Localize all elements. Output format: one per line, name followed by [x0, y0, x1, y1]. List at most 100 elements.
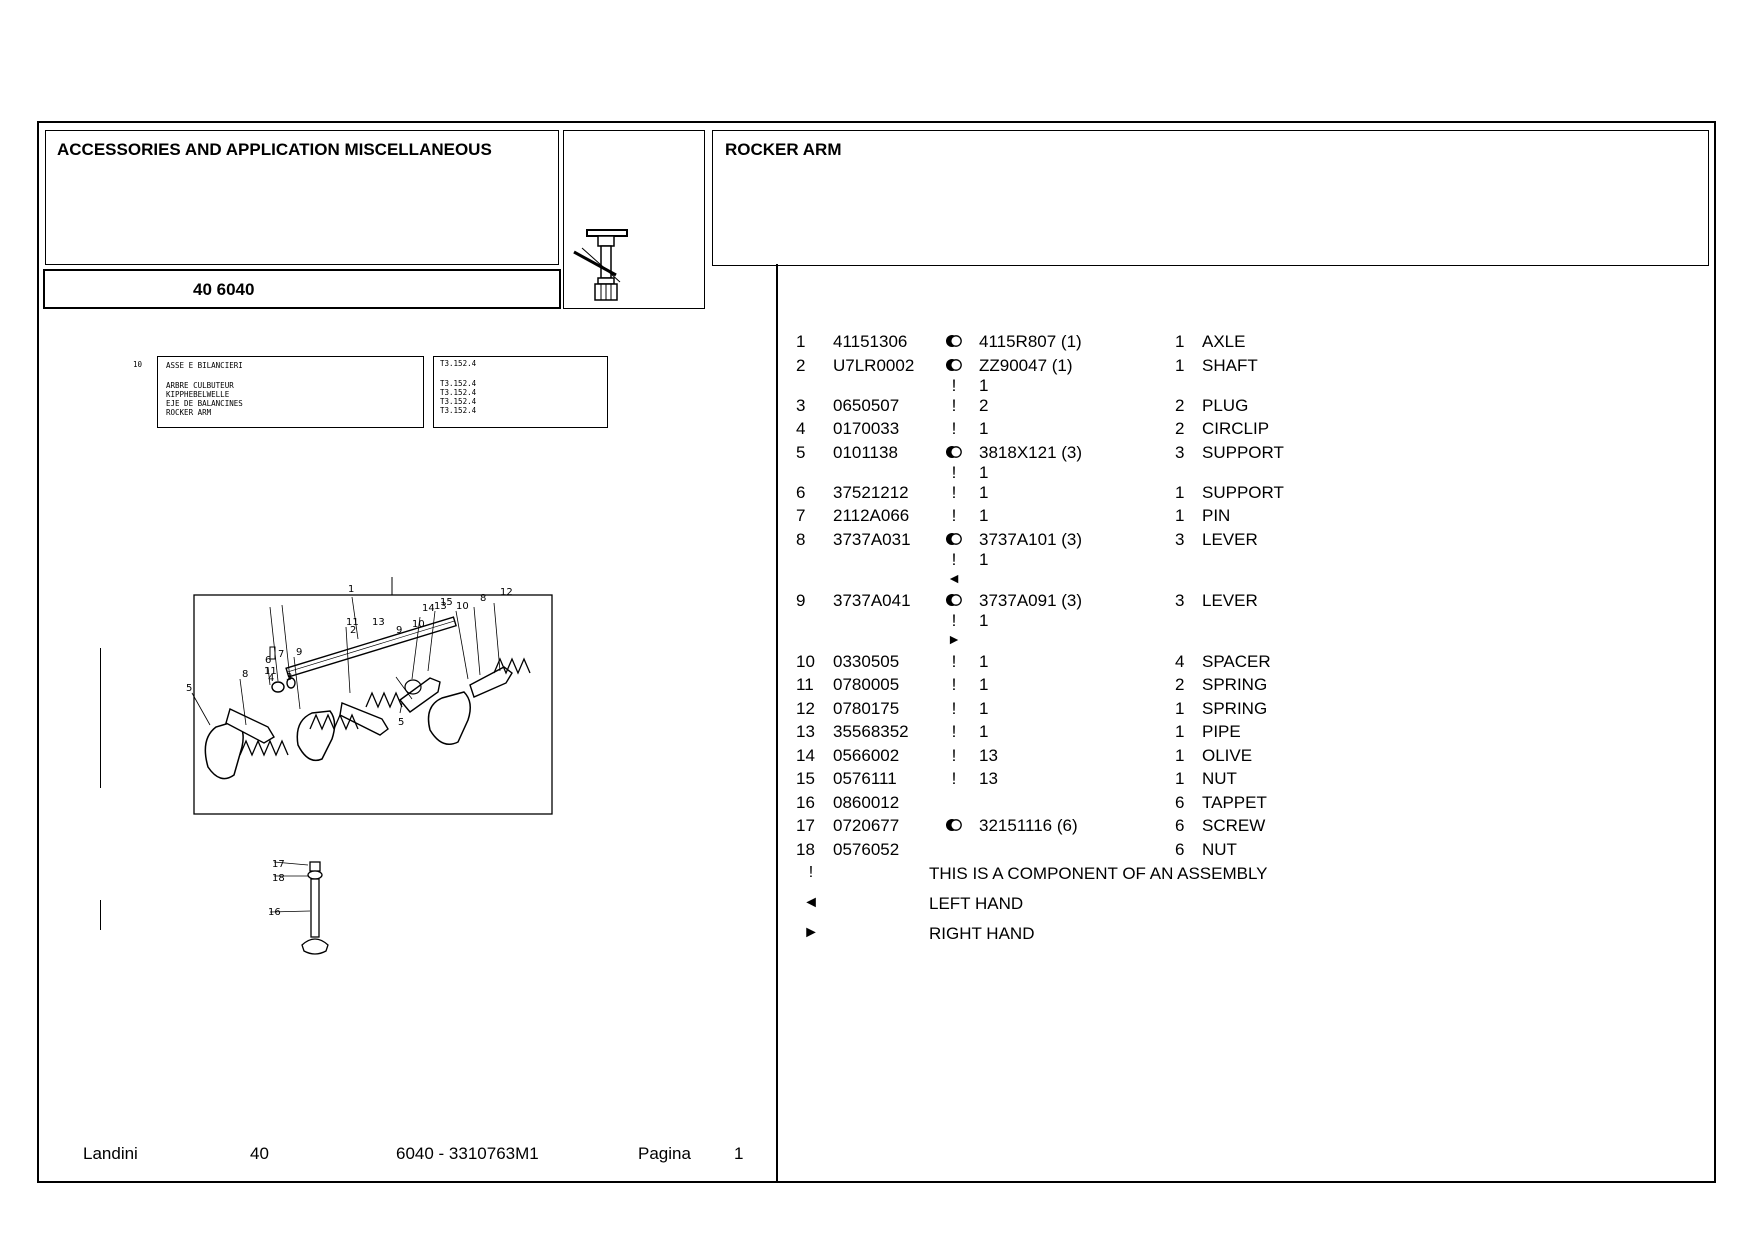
part-index: 10 — [796, 651, 815, 671]
part-desc: NUT — [1202, 769, 1237, 788]
part-ref: 1 — [979, 419, 989, 438]
callout: 10 — [456, 601, 469, 612]
part-qty: 1 — [1175, 506, 1185, 525]
part-ref: ZZ90047 (1) — [979, 355, 1073, 375]
callout: 14 — [422, 603, 435, 614]
part-index: 15 — [796, 769, 815, 788]
footer-document: 6040 - 3310763M1 — [396, 1144, 539, 1163]
part-desc: PLUG — [1202, 395, 1249, 415]
part-code: 0780005 — [833, 675, 900, 694]
part-ref: 32151116 (6) — [979, 816, 1078, 835]
component-mark: ! — [951, 769, 957, 788]
part-qty: 6 — [1175, 792, 1185, 812]
part-ref: 3818X121 (3) — [979, 442, 1083, 462]
callout: 9 — [296, 647, 302, 658]
drawing-label-box: ASSE E BILANCIERI ARBRE CULBUTEUR KIPPHE… — [157, 356, 424, 428]
part-desc: PIPE — [1202, 722, 1241, 741]
part-index: 9 — [796, 590, 806, 610]
part-qty: 1 — [1175, 722, 1185, 741]
part-ref: 2 — [979, 395, 989, 415]
part-desc: CIRCLIP — [1202, 419, 1270, 438]
component-mark: ! — [951, 395, 957, 415]
scan-mark — [100, 900, 101, 930]
callout: 9 — [396, 625, 402, 636]
part-desc: SPRING — [1202, 698, 1268, 718]
part-code: 3737A041 — [833, 590, 911, 610]
legend-text: RIGHT HAND — [929, 924, 1035, 943]
part-qty: 1 — [1175, 355, 1185, 375]
component-mark: ! — [951, 506, 957, 525]
interchange-icon — [943, 443, 965, 463]
part-desc: SPRING — [1202, 675, 1268, 694]
component-mark: ! — [951, 375, 957, 395]
part-desc: TAPPET — [1202, 792, 1267, 812]
part-ref: 3737A101 (3) — [979, 529, 1083, 549]
part-code: 0860012 — [833, 792, 900, 812]
part-qty: 1 — [1175, 745, 1185, 765]
part-qty: 6 — [1175, 839, 1185, 859]
part-index: 13 — [796, 722, 815, 741]
part-qty: 4 — [1175, 651, 1185, 671]
part-code: 0720677 — [833, 816, 900, 835]
drawing-label-line: EJE DE BALANCINES — [166, 399, 243, 408]
rocker-arm-exploded-diagram: 1 2 3 4 5 5 6 7 8 8 9 9 10 10 11 11 12 1… — [186, 577, 553, 955]
part-qty: 2 — [1175, 675, 1185, 694]
right-hand-icon: ► — [947, 630, 961, 647]
page-frame — [37, 121, 1716, 1183]
part-index: 2 — [796, 355, 806, 375]
part-index: 8 — [796, 529, 806, 549]
drawing-code: T3.152.4 — [440, 406, 477, 415]
part-index: 3 — [796, 395, 806, 415]
footer-brand: Landini — [83, 1144, 138, 1163]
part-index: 12 — [796, 698, 815, 718]
model-code-box: 40 6040 — [43, 269, 561, 309]
part-index: 4 — [796, 419, 806, 438]
interchange-icon — [943, 816, 965, 836]
valve-tappet-icon — [573, 229, 628, 301]
part-code: 0780175 — [833, 698, 900, 718]
callout: 13 — [372, 617, 385, 628]
callout: 10 — [412, 619, 425, 630]
drawing-label-line: ASSE E BILANCIERI — [166, 361, 243, 370]
part-code: U7LR0002 — [833, 355, 915, 375]
component-mark: ! — [951, 675, 957, 694]
part-ref: 4115R807 (1) — [979, 332, 1082, 351]
left-hand-icon: ◄ — [947, 569, 961, 586]
section-title: ACCESSORIES AND APPLICATION MISCELLANEOU… — [57, 140, 492, 159]
component-mark: ! — [951, 549, 957, 569]
part-desc: LEVER — [1202, 590, 1258, 610]
part-code: 0650507 — [833, 395, 900, 415]
part-index: 1 — [796, 332, 806, 351]
legend-text: THIS IS A COMPONENT OF AN ASSEMBLY — [929, 864, 1268, 883]
callout: 17 — [272, 859, 285, 870]
footer-series: 40 — [250, 1144, 269, 1163]
callout: 1 — [348, 584, 354, 595]
column-divider — [776, 264, 778, 1183]
drawing-label-index: 10 — [133, 360, 143, 369]
part-qty: 3 — [1175, 529, 1185, 549]
part-qty: 1 — [1175, 482, 1185, 502]
callout: 11 — [346, 617, 359, 628]
part-code: 41151306 — [833, 332, 908, 351]
callout: 11 — [264, 666, 277, 677]
interchange-icon — [943, 332, 965, 352]
part-desc: AXLE — [1202, 332, 1246, 351]
callout: 6 — [265, 655, 271, 666]
component-mark: ! — [808, 864, 814, 881]
scan-mark — [100, 648, 101, 788]
part-desc: PIN — [1202, 506, 1231, 525]
part-ref: 3737A091 (3) — [979, 590, 1083, 610]
drawing-code: T3.152.4 — [440, 379, 477, 388]
part-qty: 6 — [1175, 816, 1185, 835]
component-qty: 1 — [979, 549, 989, 569]
footer-page-number: 1 — [734, 1144, 744, 1163]
component-mark: ! — [951, 722, 957, 741]
part-index: 17 — [796, 816, 815, 835]
part-ref: 1 — [979, 722, 989, 741]
part-desc: SCREW — [1202, 816, 1266, 835]
part-code: 35568352 — [833, 722, 909, 741]
part-qty: 2 — [1175, 395, 1185, 415]
part-qty: 1 — [1175, 332, 1185, 351]
part-ref: 1 — [979, 698, 989, 718]
drawing-code: T3.152.4 — [440, 388, 477, 397]
